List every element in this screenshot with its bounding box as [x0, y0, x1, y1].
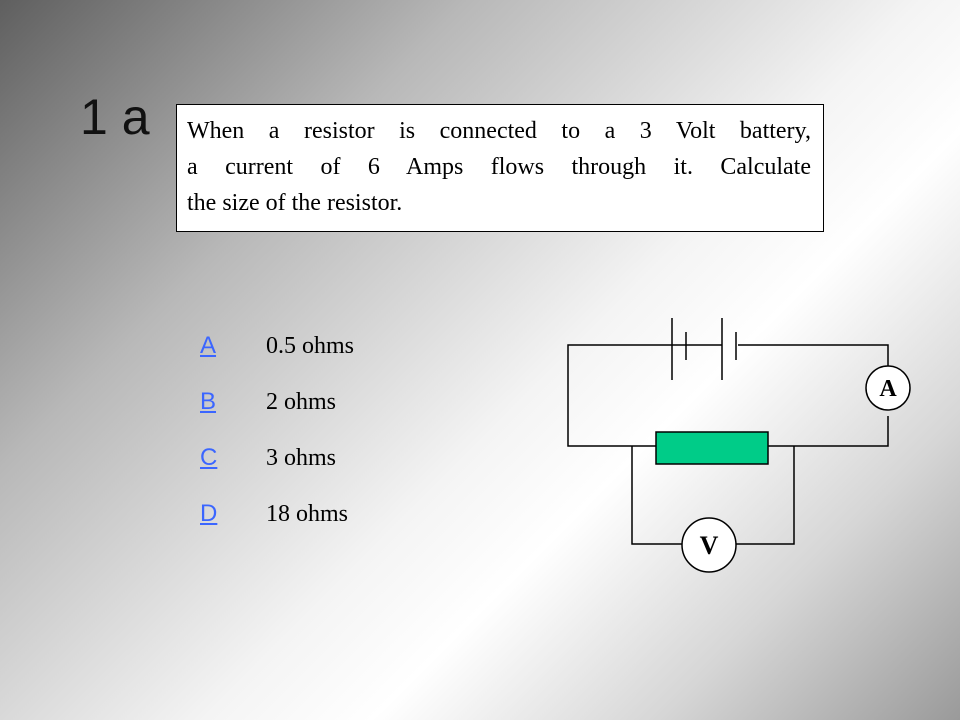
option-a-link[interactable]: A: [200, 332, 217, 359]
slide-number: 1 a: [80, 89, 150, 145]
option-d: D 18 ohms: [200, 486, 354, 542]
ammeter: [865, 365, 911, 411]
option-b: B 2 ohms: [200, 374, 354, 430]
wire-voltmeter-left: [631, 446, 686, 545]
option-b-link[interactable]: B: [200, 388, 217, 415]
option-c: C 3 ohms: [200, 430, 354, 486]
option-c-link[interactable]: C: [200, 444, 218, 471]
wire-top-right: [738, 344, 889, 372]
question-line-1: When a resistor is connected to a 3 Volt…: [187, 118, 811, 144]
question-line-3: the size of the resistor.: [187, 190, 403, 216]
answer-options: A 0.5 ohms B 2 ohms C 3 ohms D 18 ohms: [200, 318, 354, 542]
option-d-answer: 18 ohms: [266, 500, 349, 527]
option-c-answer: 3 ohms: [266, 444, 337, 471]
option-d-link[interactable]: D: [200, 500, 218, 527]
option-a-answer: 0.5 ohms: [266, 332, 355, 359]
wire-right: [768, 416, 889, 447]
voltmeter: [681, 517, 737, 573]
question-line-2: a current of 6 Amps flows through it. Ca…: [187, 154, 811, 180]
wire-voltmeter-right: [732, 446, 795, 545]
voltmeter-label: V: [700, 531, 719, 560]
question-box: When a resistor is connected to a 3 Volt…: [176, 104, 824, 232]
ammeter-label: A: [879, 376, 897, 402]
option-b-answer: 2 ohms: [266, 388, 337, 415]
circuit-diagram: A V: [567, 318, 911, 573]
resistor: [655, 431, 769, 465]
option-a: A 0.5 ohms: [200, 318, 354, 374]
wire-top-left: [567, 344, 686, 447]
